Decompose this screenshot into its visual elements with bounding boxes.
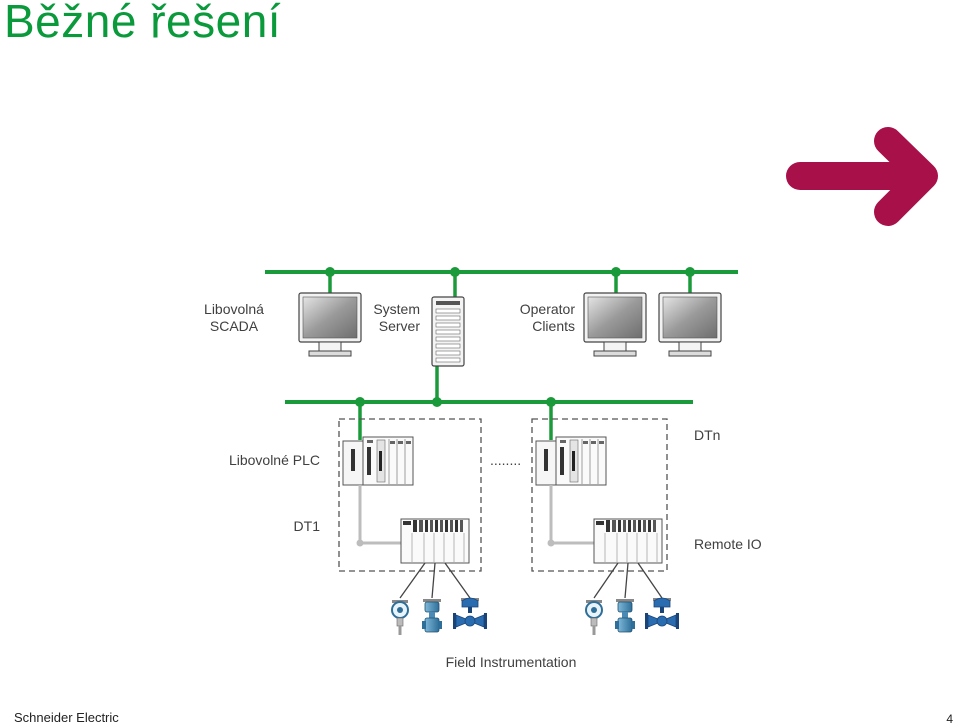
- remote-io-rack-1-icon: [400, 518, 470, 564]
- page-number: 4: [946, 712, 953, 726]
- dt1-boundary: [338, 418, 482, 572]
- plc-rack-1-icon: [342, 436, 414, 486]
- dt1-label: DT1: [293, 518, 320, 534]
- slide-title: Běžné řešení: [4, 0, 282, 47]
- arrow-right-icon: [786, 127, 938, 226]
- server-icon: [431, 296, 465, 367]
- server-label: System Server: [340, 301, 420, 335]
- valve-icon: [644, 597, 680, 630]
- io-links: [356, 485, 594, 547]
- transmitter-icon: [391, 599, 409, 636]
- scada-label-line-2: SCADA: [209, 318, 259, 334]
- upper-network-bus: [265, 267, 738, 298]
- field-wiring: [399, 562, 663, 599]
- remote-io-label: Remote IO: [694, 536, 762, 552]
- dtn-label: DTn: [694, 427, 721, 443]
- plc-rack-n-icon: [535, 436, 607, 486]
- plc-label: Libovolné PLC: [228, 452, 320, 468]
- server-label-line-2: Server: [378, 318, 420, 334]
- lower-network-bus: [285, 365, 693, 440]
- flow-transmitter-icon: [421, 598, 443, 633]
- footer-company: Schneider Electric: [14, 710, 119, 725]
- remote-io-rack-n-icon: [593, 518, 663, 564]
- clients-label-line-2: Clients: [532, 318, 575, 334]
- scada-label: Libovolná SCADA: [194, 301, 274, 335]
- clients-label: Operator Clients: [490, 301, 575, 335]
- transmitter-icon: [585, 599, 603, 636]
- client-monitor-1-icon: [583, 292, 647, 357]
- dtn-boundary: [531, 418, 668, 572]
- scada-label-line-1: Libovolná: [204, 301, 264, 317]
- dt-ellipsis: ........: [490, 452, 522, 468]
- clients-label-line-1: Operator: [519, 301, 575, 317]
- server-label-line-1: System: [373, 301, 420, 317]
- flow-transmitter-icon: [614, 598, 636, 633]
- field-instrumentation-label: Field Instrumentation: [445, 654, 577, 670]
- valve-icon: [452, 597, 488, 630]
- client-monitor-2-icon: [658, 292, 722, 357]
